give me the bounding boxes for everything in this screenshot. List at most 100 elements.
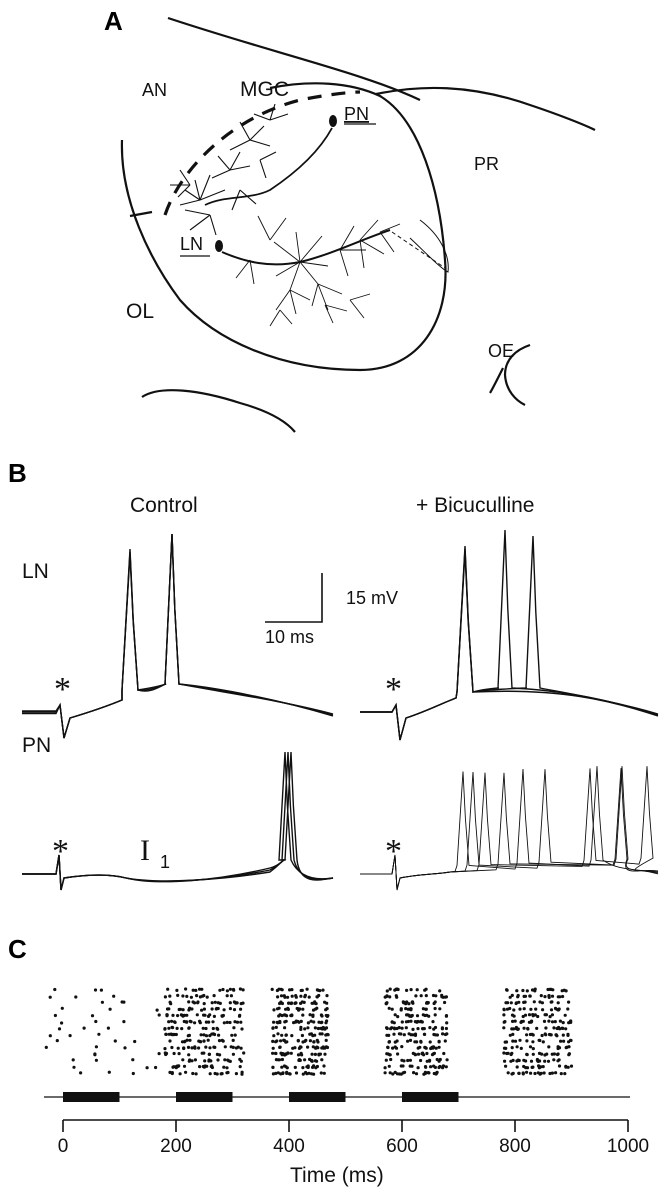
raster-spike (536, 1071, 540, 1075)
raster-spike (509, 1052, 513, 1057)
raster-spike (522, 1007, 526, 1011)
raster-spike (215, 1072, 219, 1076)
raster-spike (308, 1032, 312, 1036)
row-pn-label: PN (22, 734, 51, 757)
raster-spike (182, 1019, 186, 1024)
raster-spike (419, 1058, 423, 1063)
raster-spike (503, 1020, 507, 1024)
raster-spike (399, 1008, 403, 1012)
raster-spike (200, 987, 204, 991)
dorsal-border (167, 16, 421, 101)
raster-spike (190, 1059, 194, 1063)
stimulus-marker-pn-control: * (52, 833, 69, 870)
raster-spike (290, 994, 294, 998)
raster-spike (187, 1000, 191, 1004)
raster-spike (227, 1059, 231, 1063)
stimulus-marker-pn-bicuculline: * (385, 833, 402, 870)
raster-spike (186, 1045, 191, 1049)
raster-spike (407, 1002, 411, 1006)
raster-spike (525, 1066, 530, 1070)
raster-spike (315, 1064, 319, 1069)
raster-spike (205, 1064, 209, 1068)
raster-spike (196, 1001, 200, 1005)
raster-spike (280, 1014, 284, 1018)
raster-spike (561, 994, 565, 999)
raster-spike (300, 1033, 304, 1038)
raster-spike (177, 1052, 181, 1056)
raster-spike (387, 1064, 391, 1068)
raster-spike (299, 988, 303, 993)
raster-spike (325, 994, 329, 998)
raster-spike (567, 1052, 572, 1056)
raster-spike (537, 1038, 541, 1042)
raster-spike (569, 1020, 573, 1024)
raster-spike (399, 1032, 403, 1036)
raster-spike (321, 1025, 325, 1030)
raster-spike (239, 1020, 243, 1024)
raster-spike (212, 994, 216, 998)
raster-spike (306, 1026, 310, 1030)
raster-spike (216, 1058, 220, 1062)
raster-spike (387, 1033, 391, 1037)
raster-spike (176, 993, 180, 998)
raster-spike (424, 1007, 428, 1011)
raster-spike (225, 1066, 229, 1070)
raster-spike (171, 1013, 175, 1018)
raster-spike (177, 1007, 181, 1012)
raster-spike (433, 1006, 437, 1011)
raster-spike (277, 1014, 281, 1018)
raster-spike (175, 1026, 179, 1030)
raster-spike (411, 1033, 415, 1037)
x-tick-label: 600 (386, 1136, 418, 1157)
raster-spike (182, 1064, 187, 1068)
raster-spike (296, 1053, 301, 1057)
x-tick-label: 200 (160, 1136, 192, 1157)
raster-spike (218, 988, 222, 992)
raster-spike (206, 1038, 210, 1042)
raster-spike (271, 1065, 275, 1069)
raster-spike (169, 1002, 173, 1006)
raster-spike (509, 1001, 513, 1005)
raster-spike (325, 1045, 330, 1050)
raster-spike (213, 1032, 217, 1037)
raster-spike (271, 1046, 275, 1050)
raster-spike (404, 1020, 408, 1024)
raster-spike (170, 1019, 174, 1023)
raster-spike (308, 1039, 312, 1043)
raster-spike (204, 1026, 208, 1031)
raster-spike (559, 1072, 563, 1076)
raster-spike (313, 1026, 317, 1030)
raster-spike (541, 1065, 545, 1069)
raster-spike (108, 1007, 112, 1011)
raster-spike (391, 1046, 395, 1050)
raster-spike (525, 989, 529, 993)
raster-spike (566, 1007, 570, 1011)
raster-spike (184, 987, 188, 991)
raster-spike (504, 1040, 509, 1044)
raster-spike (193, 1021, 197, 1025)
raster-spike (193, 1045, 197, 1049)
pn-soma (329, 115, 337, 127)
raster-spike (294, 995, 298, 999)
raster-spike (322, 1071, 326, 1075)
raster-spike (212, 1014, 216, 1019)
raster-spike (271, 1051, 275, 1055)
raster-spike (278, 1045, 282, 1049)
raster-spike (324, 1033, 328, 1037)
raster-spike (516, 1027, 520, 1031)
raster-spike (270, 987, 274, 992)
raster-spike (509, 1059, 513, 1063)
raster-spike (168, 1039, 172, 1043)
raster-spike (285, 1066, 289, 1070)
raster-spike (325, 1014, 329, 1019)
raster-spike (218, 1001, 222, 1006)
raster-spike (195, 994, 199, 998)
raster-spike (189, 995, 193, 999)
raster-spike (185, 994, 189, 999)
raster-spike (202, 1051, 206, 1055)
raster-spike (202, 1007, 206, 1011)
panel-b-letter: B (8, 458, 27, 488)
scale-bar (265, 573, 323, 623)
raster-spike (429, 1065, 433, 1069)
